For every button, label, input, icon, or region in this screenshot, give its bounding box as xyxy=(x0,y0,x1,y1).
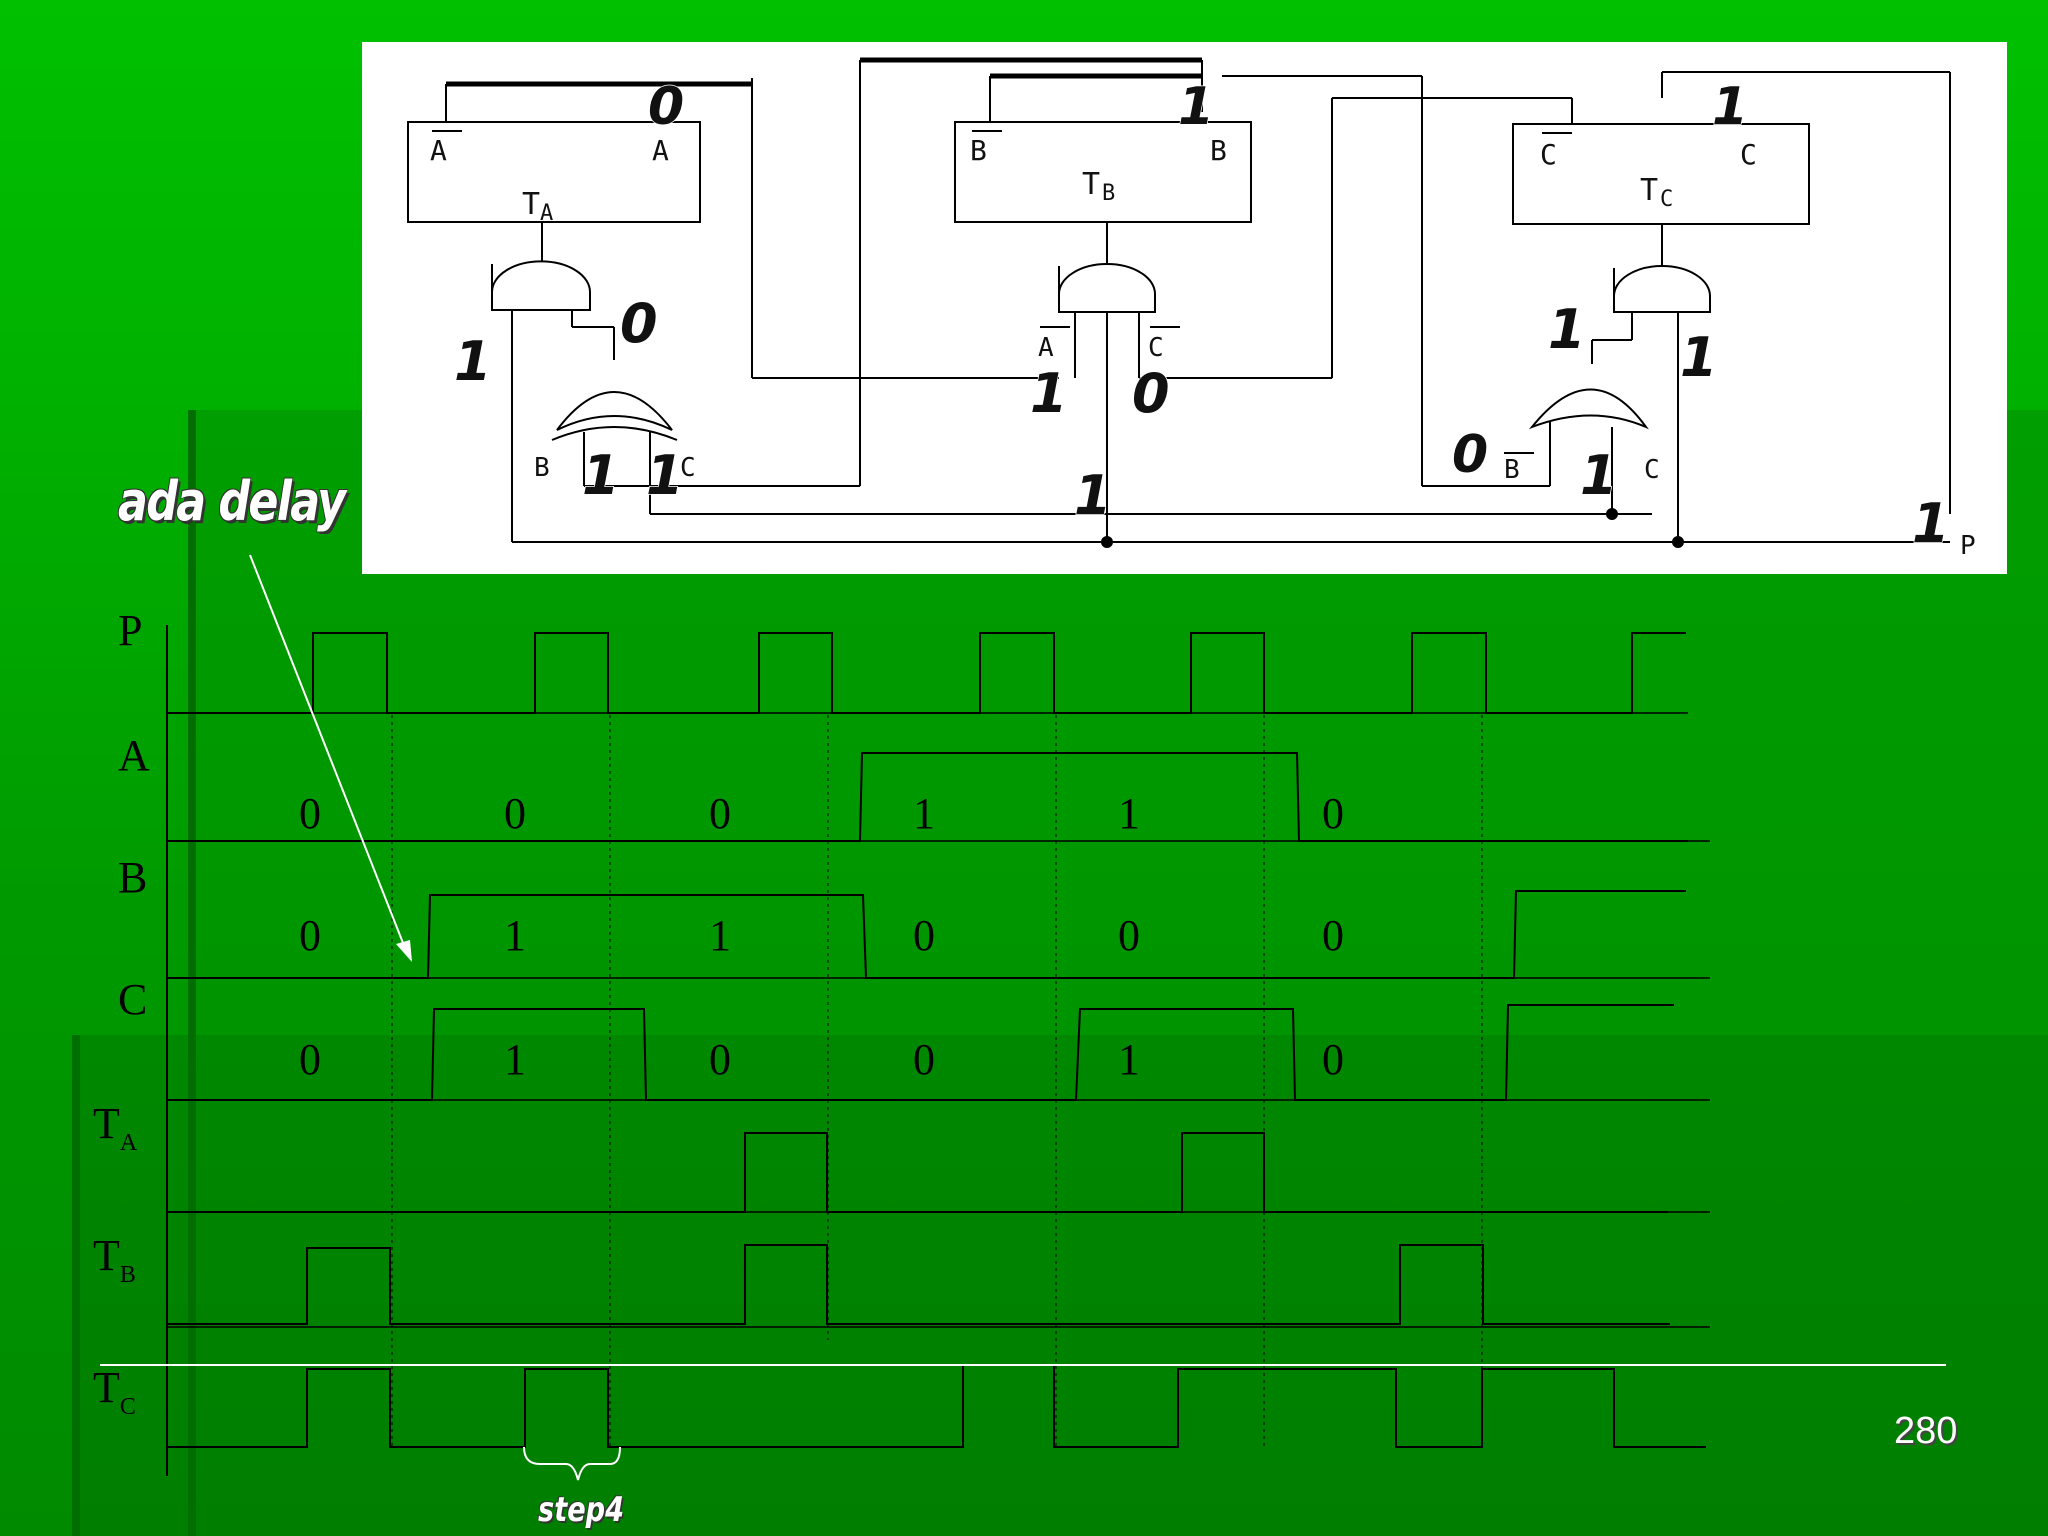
wave-b xyxy=(167,890,1686,979)
value-xor-c: 1 xyxy=(646,444,684,507)
state-value: 0 xyxy=(1322,1035,1344,1084)
xor-gate-ta xyxy=(556,391,673,431)
state-value: 0 xyxy=(299,1035,321,1084)
state-value: 1 xyxy=(1118,789,1140,838)
state-value: 1 xyxy=(504,911,526,960)
ta-name-main: T xyxy=(522,187,540,222)
or-gate-tc xyxy=(1528,388,1649,430)
signal-label-p: P xyxy=(118,606,142,655)
state-value: 0 xyxy=(709,789,731,838)
tb-name-sub: B xyxy=(1102,181,1115,206)
wave-tb xyxy=(167,1244,1670,1325)
state-value: 0 xyxy=(504,789,526,838)
state-value: 1 xyxy=(709,911,731,960)
background-band-lower xyxy=(72,1035,2048,1536)
signal-label-tc: TC xyxy=(93,1363,136,1420)
flipflop-ta-box xyxy=(407,121,701,223)
ta-qbar-label: A xyxy=(430,134,447,167)
value-tc-and-left: 1 xyxy=(1548,298,1586,361)
pulse-label: P xyxy=(1960,531,1976,561)
state-value: 0 xyxy=(1322,911,1344,960)
wave-c xyxy=(167,1004,1674,1101)
tc-qbar-label: C xyxy=(1540,138,1557,171)
and-gate-ta xyxy=(491,260,591,311)
value-tc-and-right: 1 xyxy=(1680,326,1718,389)
value-or-b-bar: 0 xyxy=(1452,425,1488,485)
decorative-stripe xyxy=(72,1035,80,1536)
wave-a xyxy=(167,752,1688,842)
signal-label-c: C xyxy=(118,975,147,1024)
value-xor-b: 1 xyxy=(582,444,620,507)
step-label: step4 xyxy=(538,1490,625,1530)
ta-name-sub: A xyxy=(540,201,553,226)
tc-q-label: C xyxy=(1740,138,1757,171)
state-value: 1 xyxy=(504,1035,526,1084)
state-values: 0 0 0 1 1 0 0 1 1 0 0 0 0 1 0 0 1 0 xyxy=(299,789,1344,1084)
state-value: 0 xyxy=(299,789,321,838)
time-dividers xyxy=(391,715,1483,1450)
wave-p xyxy=(167,632,1686,714)
value-tb-a-bar: 1 xyxy=(1030,362,1068,425)
tc-name-main: T xyxy=(1640,173,1658,208)
wave-tc xyxy=(167,1364,1706,1448)
ta-q-label: A xyxy=(652,134,669,167)
value-tb-c-bar: 0 xyxy=(1132,362,1170,425)
state-value: 0 xyxy=(913,1035,935,1084)
delay-arrow xyxy=(249,554,412,962)
decorative-stripe xyxy=(188,410,196,1536)
value-c-out: 1 xyxy=(1712,77,1748,137)
value-ta-and-right: 0 xyxy=(620,292,658,355)
page-number: 280 xyxy=(1894,1410,1958,1452)
circuit-diagram-panel: A A T A B B T B C C T C B C A C B C P 0 … xyxy=(362,42,2007,574)
or-c-label: C xyxy=(1644,455,1660,485)
value-ta-and-left: 1 xyxy=(454,330,492,393)
xor-b-label: B xyxy=(534,453,550,483)
state-value: 0 xyxy=(299,911,321,960)
state-value: 0 xyxy=(1322,789,1344,838)
flipflop-tb-box xyxy=(954,121,1252,223)
tb-qbar-label: B xyxy=(970,134,987,167)
signal-label-tb: TB xyxy=(93,1231,136,1288)
annotation-delay: ada delay xyxy=(118,470,346,533)
signal-label-b: B xyxy=(118,853,147,902)
and-gate-tc xyxy=(1613,265,1711,313)
value-a-out: 0 xyxy=(648,77,684,137)
or-b-bar-label: B xyxy=(1504,455,1520,485)
state-value: 0 xyxy=(709,1035,731,1084)
state-value: 0 xyxy=(1118,911,1140,960)
signal-label-ta: TA xyxy=(93,1099,138,1156)
value-b-out: 1 xyxy=(1178,77,1214,137)
xor-c-label: C xyxy=(680,453,696,483)
and-gate-tb xyxy=(1058,263,1156,313)
state-value: 1 xyxy=(1118,1035,1140,1084)
tb-name-main: T xyxy=(1082,167,1100,202)
state-value: 0 xyxy=(913,911,935,960)
signal-label-a: A xyxy=(118,731,150,780)
circuit-diagram: A A T A B B T B C C T C B C A C B C P 0 … xyxy=(407,57,1976,561)
step-bracket xyxy=(523,1446,621,1481)
state-value: 1 xyxy=(913,789,935,838)
and-a-bar-label: A xyxy=(1038,333,1054,363)
value-tb-p: 1 xyxy=(1074,464,1112,527)
tc-name-sub: C xyxy=(1660,187,1673,212)
value-pulse: 1 xyxy=(1912,492,1950,555)
tb-q-label: B xyxy=(1210,134,1227,167)
and-c-bar-label: C xyxy=(1148,333,1164,363)
value-or-c: 1 xyxy=(1580,444,1618,507)
wave-ta xyxy=(167,1132,1668,1213)
